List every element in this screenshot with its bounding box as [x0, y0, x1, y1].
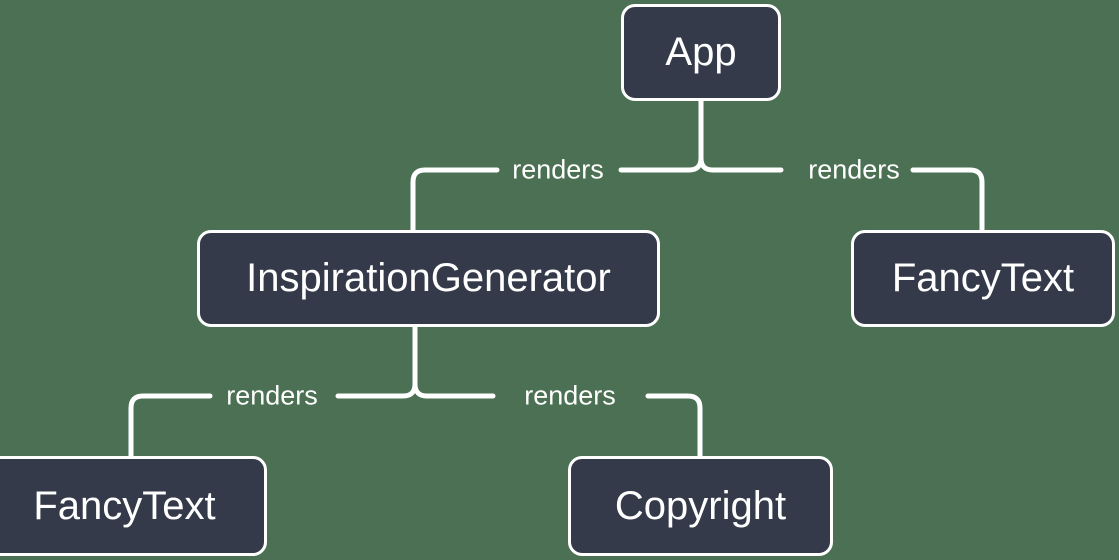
edge-app-to-inspirationgenerator — [410, 167, 500, 233]
node-copyright-label: Copyright — [614, 483, 787, 528]
node-app-label: App — [665, 30, 737, 74]
edge-inspirationgenerator-trunk-right — [412, 381, 496, 399]
node-copyright[interactable]: Copyright — [568, 456, 833, 556]
edge-label-app-to-inspirationgenerator: renders — [512, 154, 604, 185]
edge-label-app-to-fancytext-right: renders — [808, 154, 900, 185]
node-inspirationgenerator[interactable]: InspirationGenerator — [197, 230, 660, 327]
node-app[interactable]: App — [621, 4, 781, 101]
edge-inspirationgenerator-to-copyright — [645, 393, 703, 459]
edge-app-trunk — [618, 98, 704, 173]
node-fancytext-right-label: FancyText — [891, 256, 1075, 300]
node-inspirationgenerator-label: InspirationGenerator — [246, 256, 611, 300]
edge-label-inspirationgenerator-to-copyright: renders — [524, 380, 616, 411]
node-fancytext-bottom-left[interactable]: FancyText — [0, 456, 267, 556]
node-fancytext-right[interactable]: FancyText — [851, 230, 1115, 327]
edge-inspirationgenerator-to-fancytext-bottom — [128, 393, 213, 459]
node-fancytext-bottom-left-label: FancyText — [33, 483, 216, 528]
edge-app-to-fancytext-right — [910, 167, 985, 233]
edge-label-inspirationgenerator-to-fancytext-bottom: renders — [226, 380, 318, 411]
edge-app-trunk-right — [698, 155, 784, 173]
edge-inspirationgenerator-trunk — [335, 324, 418, 399]
